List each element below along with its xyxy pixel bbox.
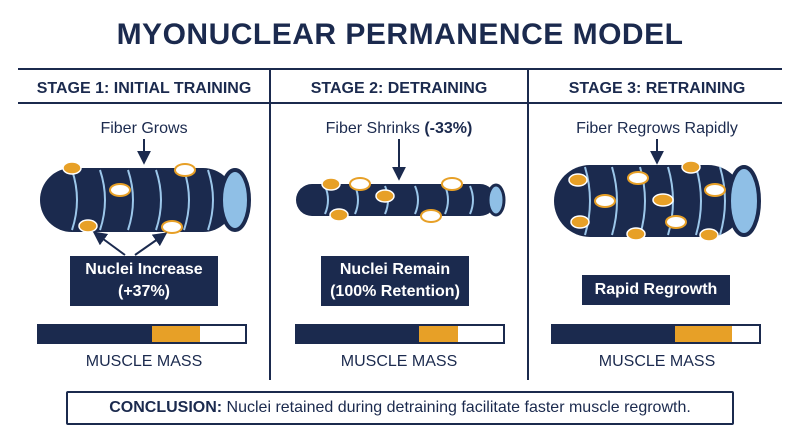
stage-3-box-line-1: Rapid Regrowth bbox=[594, 281, 718, 298]
title-divider bbox=[18, 68, 782, 70]
nucleus-dot bbox=[420, 209, 442, 223]
nucleus-dot bbox=[349, 177, 371, 191]
nucleus-dot bbox=[78, 219, 98, 233]
stage-3-mass-orange bbox=[674, 326, 733, 342]
nucleus-dot bbox=[699, 228, 719, 242]
heading-divider bbox=[18, 102, 782, 104]
nucleus-dot bbox=[568, 173, 588, 187]
nucleus-dot bbox=[652, 193, 674, 207]
stage-2-mass-label: MUSCLE MASS bbox=[340, 353, 458, 370]
column-divider-2 bbox=[527, 70, 529, 380]
stage-2-nuclei-box: Nuclei Remain (100% Retention) bbox=[321, 256, 469, 306]
stage-3-caption: Fiber Regrows Rapidly bbox=[576, 120, 738, 137]
stage-1-nuclei-box: Nuclei Increase (+37%) bbox=[70, 256, 218, 306]
column-divider-1 bbox=[269, 70, 271, 380]
nucleus-dot bbox=[704, 183, 726, 197]
nucleus-dot bbox=[375, 189, 395, 203]
nucleus-dot bbox=[174, 163, 196, 177]
stage-3-muscle-fiber bbox=[554, 139, 761, 242]
stage-3-mass-navy bbox=[553, 326, 675, 342]
nucleus-dot bbox=[321, 177, 341, 191]
page-title: MYONUCLEAR PERMANENCE MODEL bbox=[116, 18, 684, 51]
stage-1-box-line-1: Nuclei Increase bbox=[85, 261, 203, 278]
nucleus-dot bbox=[627, 171, 649, 185]
nucleus-dot bbox=[329, 208, 349, 222]
stage-2-heading: STAGE 2: DETRAINING bbox=[310, 80, 488, 97]
nucleus-dot bbox=[626, 227, 646, 241]
stage-2-mass-bar bbox=[295, 324, 505, 344]
stage-1-mass-navy bbox=[39, 326, 153, 342]
stage-1-heading: STAGE 1: INITIAL TRAINING bbox=[36, 80, 252, 97]
nucleus-dot bbox=[570, 215, 590, 229]
conclusion-text: Nuclei retained during detraining facili… bbox=[226, 399, 691, 416]
nucleus-dot bbox=[441, 177, 463, 191]
stage-1-mass-orange bbox=[152, 326, 200, 342]
nucleus-dot bbox=[62, 161, 82, 175]
nucleus-dot bbox=[109, 183, 131, 197]
nucleus-dot bbox=[665, 215, 687, 229]
stage-2-muscle-fiber bbox=[296, 139, 506, 223]
stage-3-mass-label: MUSCLE MASS bbox=[598, 353, 716, 370]
stage-3-mass-bar bbox=[551, 324, 761, 344]
conclusion-label: CONCLUSION: bbox=[109, 399, 223, 416]
stage-3-heading: STAGE 3: RETRAINING bbox=[568, 80, 746, 97]
nucleus-dot bbox=[681, 160, 701, 174]
stage-2-caption: Fiber Shrinks (-33%) bbox=[325, 120, 473, 137]
stage-1-mass-bar bbox=[37, 324, 247, 344]
stage-2-mass-orange bbox=[418, 326, 458, 342]
stage-3-regrowth-box: Rapid Regrowth bbox=[582, 275, 730, 305]
stage-2-box-line-1: Nuclei Remain bbox=[339, 261, 451, 278]
conclusion-box: CONCLUSION: Nuclei retained during detra… bbox=[66, 391, 734, 425]
nucleus-dot bbox=[594, 194, 616, 208]
stage-1-muscle-fiber bbox=[40, 139, 251, 256]
nucleus-dot bbox=[161, 220, 183, 234]
stage-1-box-line-2: (+37%) bbox=[117, 283, 171, 300]
stage-1-mass-label: MUSCLE MASS bbox=[85, 353, 203, 370]
stage-1-caption: Fiber Grows bbox=[100, 120, 188, 137]
stage-2-box-line-2: (100% Retention) bbox=[330, 283, 460, 300]
stage-2-mass-navy bbox=[297, 326, 419, 342]
